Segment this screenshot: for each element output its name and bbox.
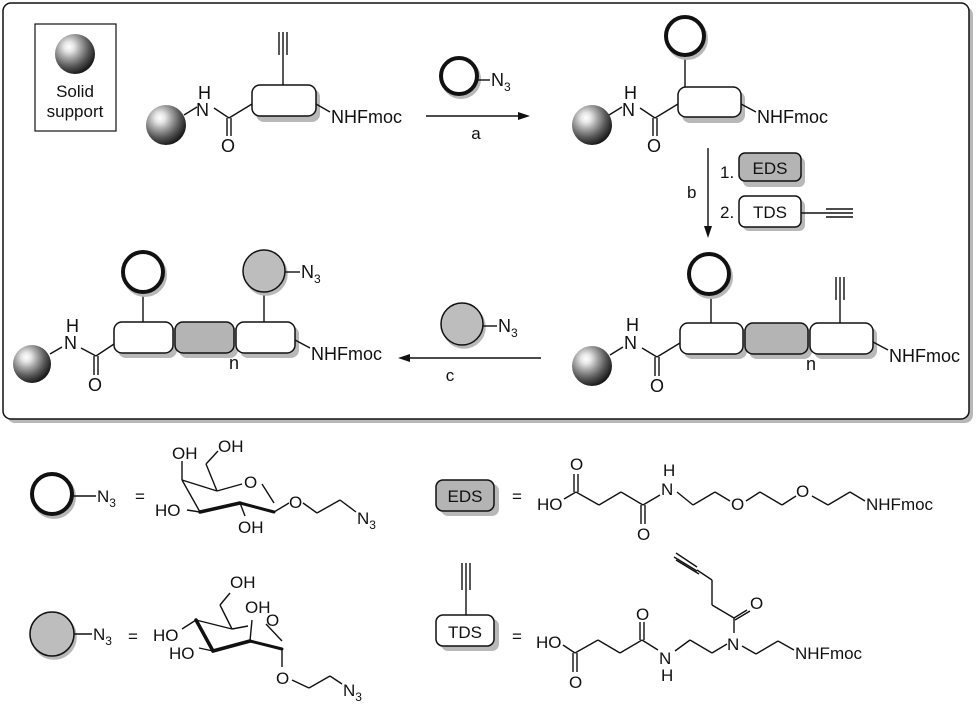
oh-label: OH: [245, 598, 271, 617]
definition-eds: EDS = HO O O H N O O NHFmoc: [435, 455, 934, 544]
amide-h: H: [624, 83, 637, 103]
amide-h: H: [626, 315, 639, 335]
building-block: [251, 84, 317, 117]
glycosidic-o-label: O: [289, 493, 302, 512]
amide-n: N: [64, 333, 77, 353]
amide-o: O: [650, 376, 664, 396]
ho-label: HO: [537, 495, 563, 514]
ho-label: HO: [536, 633, 562, 652]
definition-tds: TDS = HO O O N H N O NHFmoc: [435, 552, 863, 692]
step-b-2: 2.: [720, 203, 734, 222]
definition-galactose-azide: N3 = OH OH O HO OH O N3: [30, 437, 376, 537]
ether-o-label: O: [731, 495, 744, 514]
azide-label: N3: [498, 316, 518, 340]
oh-label: OH: [172, 444, 198, 463]
amide-h-label: H: [663, 461, 675, 480]
amide-n: N: [196, 100, 209, 120]
azide-label: N3: [343, 681, 362, 704]
azide-label: N3: [93, 625, 112, 648]
repeat-n: n: [229, 353, 239, 373]
solid-support-legend: Solid support: [34, 23, 117, 132]
amide-h-label: H: [661, 666, 673, 685]
amide-h: H: [66, 316, 79, 336]
nhfmoc-label: NHFmoc: [757, 107, 828, 127]
resin-bead-icon: [146, 105, 186, 145]
oh-label: OH: [230, 573, 256, 592]
amide-n: N: [624, 333, 637, 353]
carbonyl-o-label: O: [570, 455, 583, 474]
ether-o-label: O: [796, 482, 809, 501]
carbonyl-o-label: O: [636, 605, 649, 624]
step-c-label: c: [446, 366, 455, 385]
compound-3: H N O n NHFmoc: [572, 252, 960, 396]
carbonyl-o-label: O: [750, 594, 763, 613]
equals-sign: =: [512, 487, 522, 506]
amide-n: N: [622, 100, 635, 120]
ho-label: HO: [169, 644, 195, 663]
nhfmoc-label: NHFmoc: [331, 107, 402, 127]
ring-o-label: O: [266, 611, 279, 630]
amide-o: O: [647, 136, 661, 156]
step-a-label: a: [471, 124, 481, 143]
azide-label: N3: [491, 70, 511, 94]
compound-start: H N O NHFmoc: [146, 32, 402, 156]
eds-reagent: EDS: [753, 159, 788, 178]
tds-label: TDS: [448, 623, 482, 642]
nhfmoc-label: NHFmoc: [866, 495, 934, 514]
compound-product: H N O N3 n NHFmoc: [13, 249, 382, 395]
oh-label: OH: [218, 437, 244, 456]
amide-h: H: [198, 83, 211, 103]
compound-2: H N O NHFmoc: [572, 15, 828, 156]
equals-sign: =: [135, 487, 145, 506]
solid-support-sphere-icon: [55, 34, 95, 74]
step-b-1: 1.: [720, 163, 734, 182]
eds-label: EDS: [448, 487, 483, 506]
tertiary-n-label: N: [727, 635, 739, 654]
ho-label: HO: [153, 626, 179, 645]
solid-support-label-1: Solid: [56, 82, 94, 101]
amide-n-label: N: [659, 649, 671, 668]
step-b-arrow: b 1. EDS 2. TDS: [687, 148, 853, 238]
solid-support-label-2: support: [47, 102, 104, 121]
oh-label: OH: [238, 518, 264, 537]
nhfmoc-label: NHFmoc: [889, 346, 960, 366]
amide-o: O: [221, 136, 235, 156]
carbonyl-o-label: O: [569, 673, 582, 692]
ho-label: HO: [155, 501, 181, 520]
azide-label: N3: [97, 487, 116, 510]
definition-mannose-azide: N3 = OH OH O HO HO O N3: [29, 573, 362, 704]
azide-label: N3: [357, 509, 376, 532]
nhfmoc-label: NHFmoc: [795, 644, 863, 663]
amide-n-label: N: [661, 480, 673, 499]
glycosidic-o-label: O: [276, 669, 289, 688]
equals-sign: =: [512, 627, 522, 646]
nhfmoc-label: NHFmoc: [311, 344, 382, 364]
azide-label: N3: [301, 262, 321, 286]
tds-reagent: TDS: [753, 203, 787, 222]
ring-o-label: O: [244, 473, 257, 492]
repeat-n: n: [806, 354, 816, 374]
step-a-arrow: N3 a: [426, 56, 530, 143]
step-b-label: b: [687, 183, 696, 202]
equals-sign: =: [128, 627, 138, 646]
carbonyl-o-label: O: [637, 525, 650, 544]
amide-o: O: [88, 375, 102, 395]
step-c-arrow: N3 c: [398, 302, 541, 385]
